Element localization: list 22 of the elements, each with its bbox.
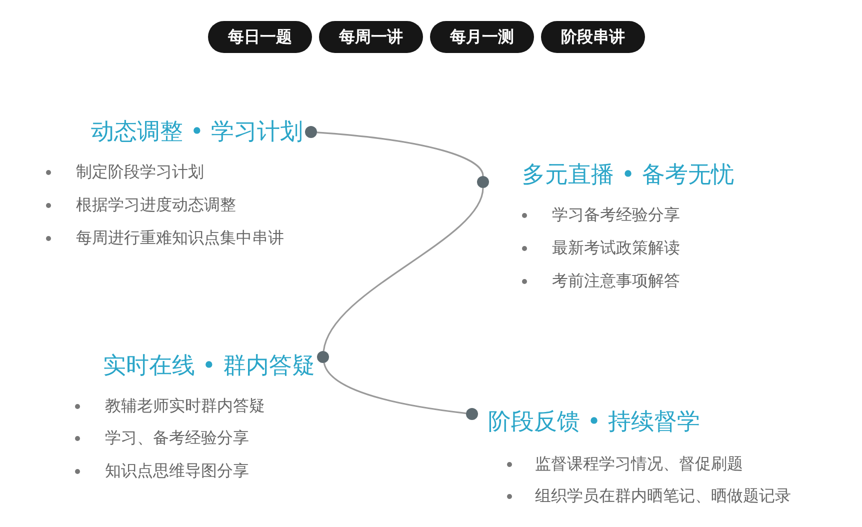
list-item: 学习备考经验分享 <box>552 205 680 225</box>
list-item: 学习、备考经验分享 <box>105 428 249 448</box>
list-item: 根据学习进度动态调整 <box>76 195 236 215</box>
section-heading: 实时在线 • 群内答疑 <box>102 352 315 381</box>
section-heading: 阶段反馈 • 持续督学 <box>488 408 700 437</box>
tag-pill: 每周一讲 <box>319 21 423 53</box>
list-item: 每周进行重难知识点集中串讲 <box>76 228 284 248</box>
list-item: 知识点思维导图分享 <box>105 461 249 481</box>
timeline-curve <box>316 132 484 176</box>
section-heading: 动态调整 • 学习计划 <box>90 118 303 147</box>
list-item: 教辅老师实时群内答疑 <box>105 396 265 416</box>
tag-pill: 每日一题 <box>208 21 312 53</box>
list-item: 组织学员在群内晒笔记、晒做题记录 <box>535 486 791 506</box>
tag-pill: 每月一测 <box>430 21 534 53</box>
list-item: 制定阶段学习计划 <box>76 162 204 182</box>
tag-pill: 阶段串讲 <box>541 21 645 53</box>
list-item: 最新考试政策解读 <box>552 238 680 258</box>
list-item: 监督课程学习情况、督促刷题 <box>535 454 743 474</box>
timeline-curve <box>323 362 466 414</box>
timeline-curve <box>322 188 484 352</box>
section-heading: 多元直播 • 备考无忧 <box>522 161 734 190</box>
list-item: 考前注意事项解答 <box>552 271 680 291</box>
